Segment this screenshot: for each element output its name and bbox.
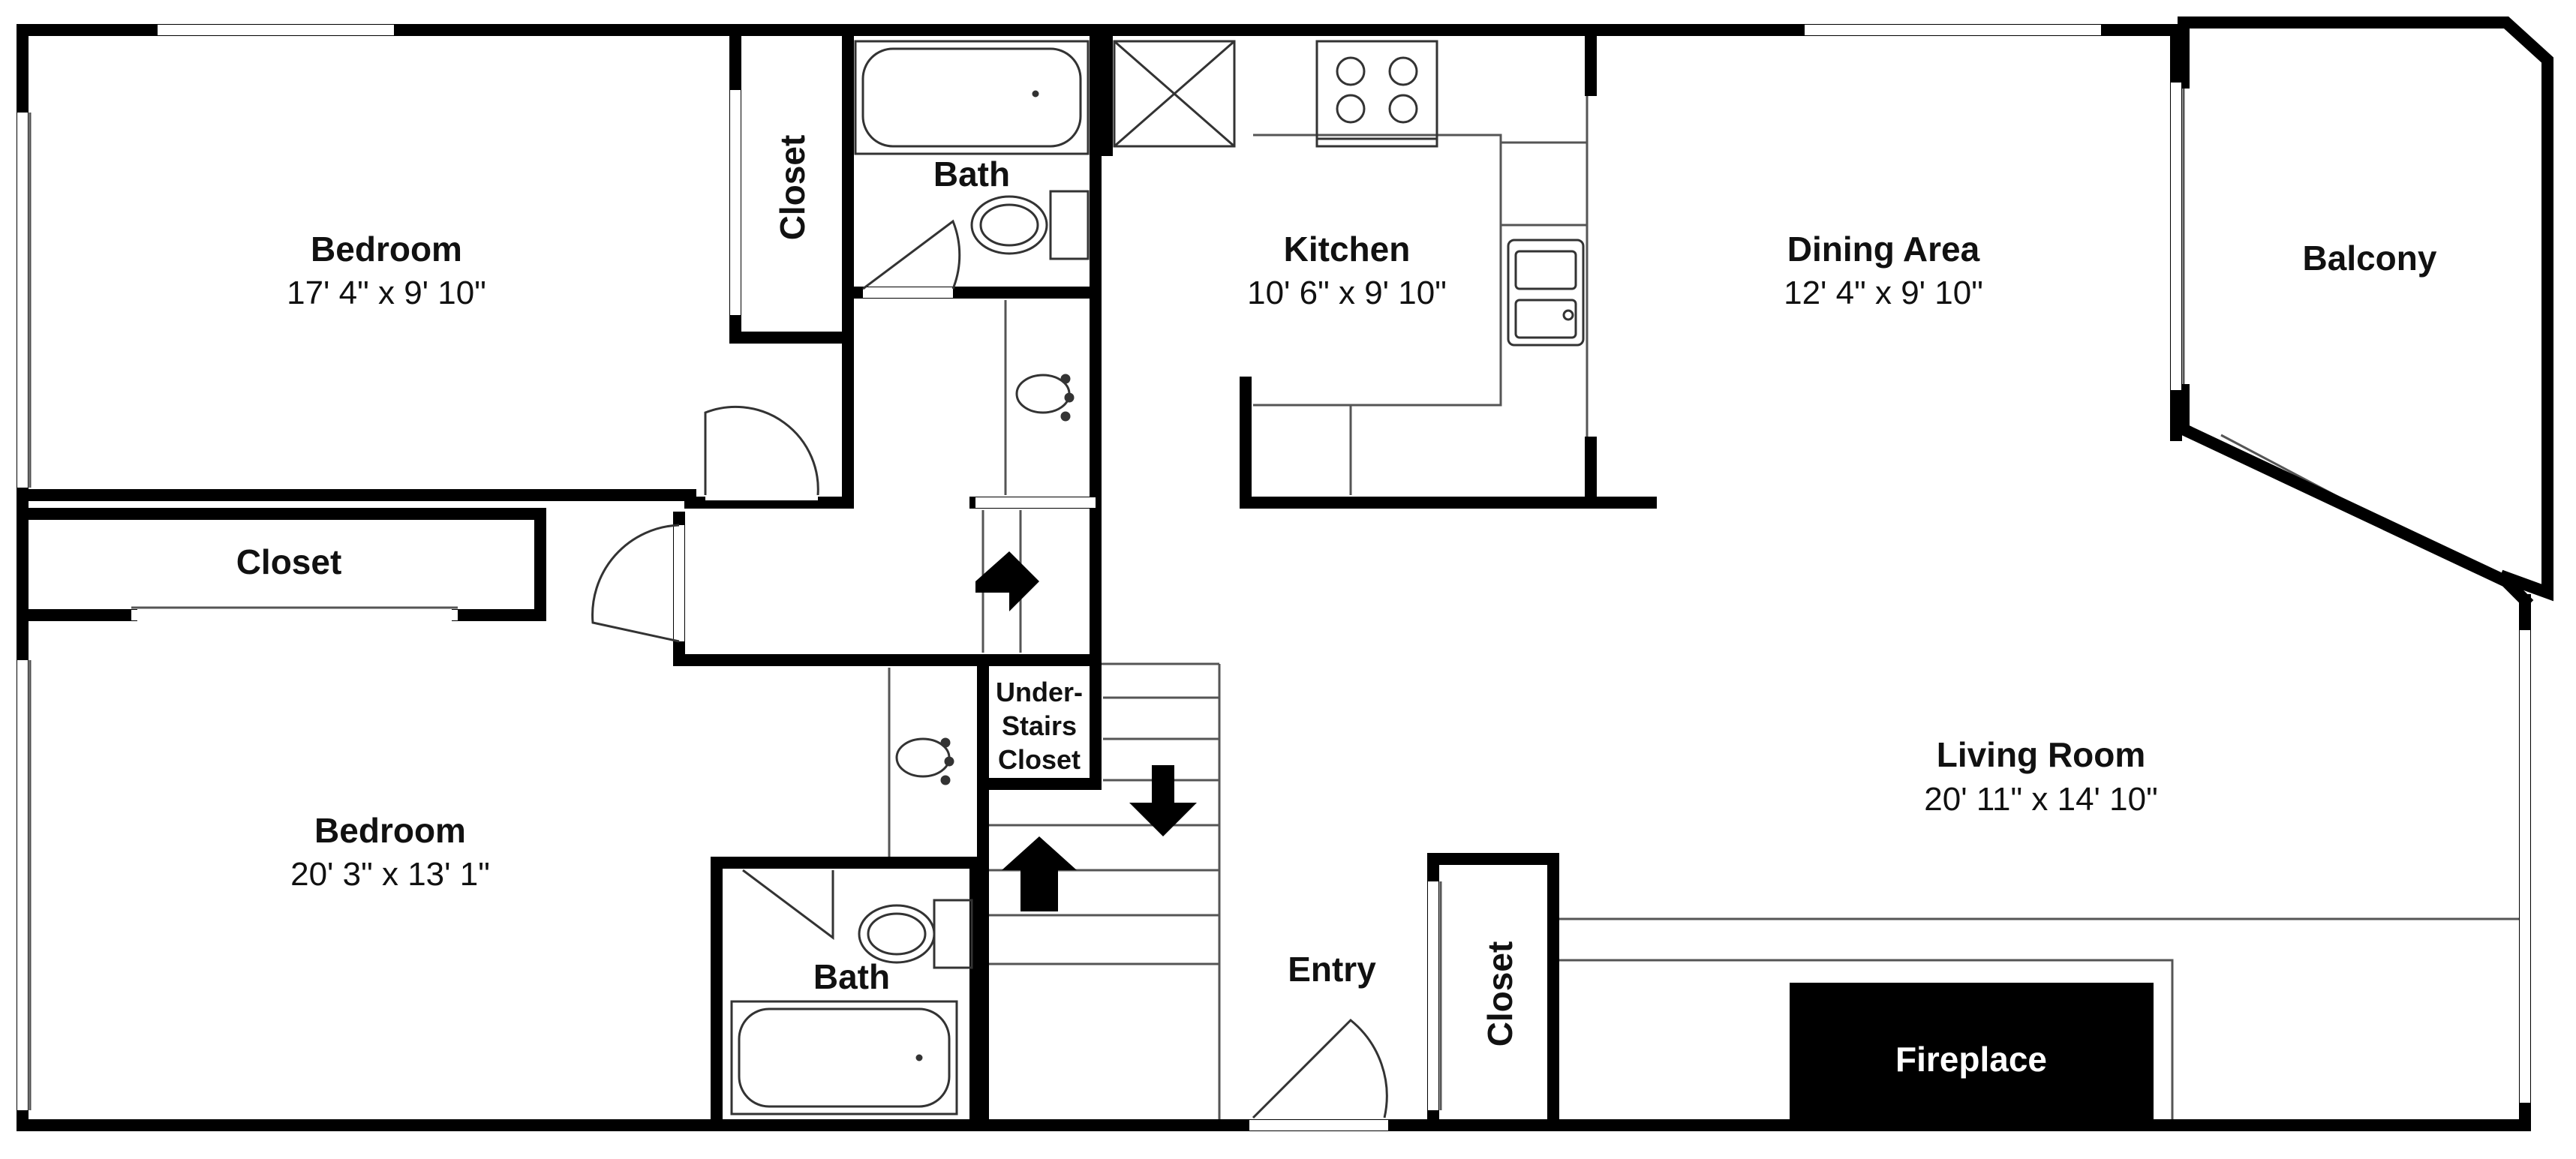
balcony-name: Balcony [2303,239,2437,278]
bedroom-top-name: Bedroom [311,230,462,269]
door-swing-icon [591,219,1388,1119]
living-dims: 20' 11" x 14' 10" [1924,781,2157,818]
bedroom-top-dims: 17' 4" x 9' 10" [287,275,486,311]
bathtub-icon [730,40,1090,1115]
dining-dims: 12' 4" x 9' 10" [1784,275,1983,311]
bedroom-bottom-name: Bedroom [314,811,466,850]
understairs-line1: Under- [996,677,1083,707]
refrigerator-icon [1113,40,1236,148]
openings [17,25,2530,1130]
fixture-lines [29,29,2526,1125]
fireplace-icon [1790,983,2154,1125]
kitchen-name: Kitchen [1284,230,1411,269]
kitchen-dims: 10' 6" x 9' 10" [1247,275,1447,311]
bath-top-name: Bath [933,155,1010,194]
closet-entry-name: Closet [1480,941,1519,1047]
stair-arrow-icon [975,551,1197,911]
bedroom-bottom-dims: 20' 3" x 13' 1" [290,856,490,893]
entry-name: Entry [1288,950,1376,989]
fireplace-name: Fireplace [1895,1040,2047,1079]
living-name: Living Room [1937,735,2146,774]
room-labels: Bedroom 17' 4" x 9' 10" Closet Bath Kitc… [236,135,2437,1079]
closet-top-name: Closet [773,135,812,241]
understairs-line2: Stairs [1002,710,1077,741]
bath-bottom-name: Bath [813,957,890,996]
closet-mid-name: Closet [236,542,342,581]
dining-name: Dining Area [1787,230,1980,269]
toilet-icon [858,190,1090,969]
stove-icon [1315,40,1438,148]
understairs-line3: Closet [998,744,1081,775]
sink-icon [895,239,1585,785]
